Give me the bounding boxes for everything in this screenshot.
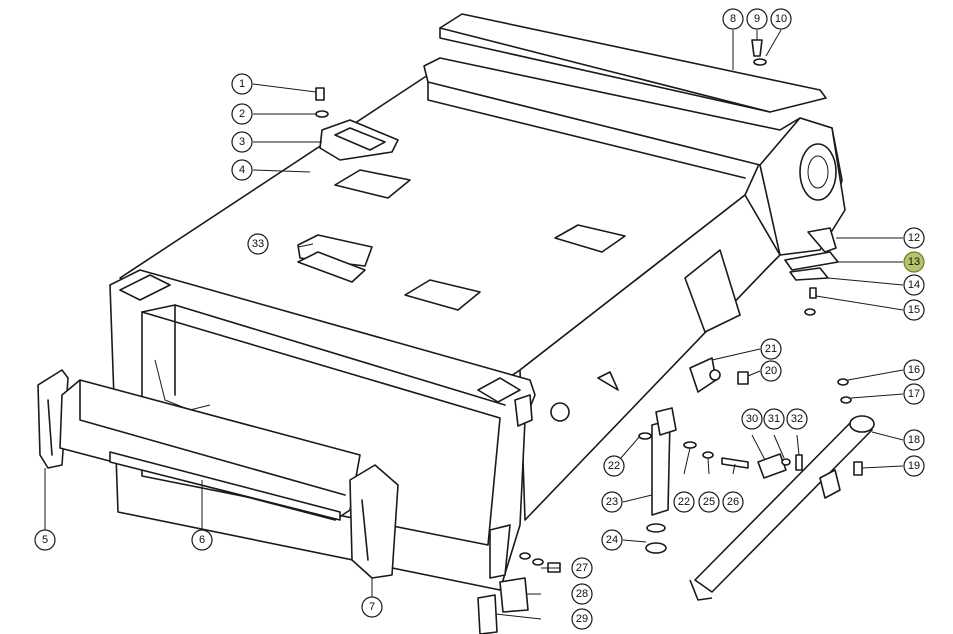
callout-2[interactable]: 2 xyxy=(231,103,253,125)
callout-32[interactable]: 32 xyxy=(786,408,808,430)
callout-30[interactable]: 30 xyxy=(741,408,763,430)
svg-text:22: 22 xyxy=(608,460,620,472)
pin-plate xyxy=(757,453,803,479)
callout-8[interactable]: 8 xyxy=(722,8,744,30)
svg-text:18: 18 xyxy=(908,434,920,446)
svg-text:6: 6 xyxy=(199,534,205,546)
svg-text:15: 15 xyxy=(908,304,920,316)
svg-text:14: 14 xyxy=(908,279,920,291)
svg-text:23: 23 xyxy=(606,496,618,508)
svg-text:16: 16 xyxy=(908,364,920,376)
lower-arm xyxy=(689,378,875,601)
top-cover-plate xyxy=(439,13,827,113)
main-frame xyxy=(109,57,846,591)
svg-text:7: 7 xyxy=(369,601,375,613)
callout-22-left[interactable]: 22 xyxy=(603,455,625,477)
svg-text:3: 3 xyxy=(239,136,245,148)
callout-22-right[interactable]: 22 xyxy=(673,491,695,513)
svg-text:26: 26 xyxy=(727,496,739,508)
callout-18[interactable]: 18 xyxy=(903,429,925,451)
svg-text:28: 28 xyxy=(576,588,588,600)
svg-text:27: 27 xyxy=(576,562,588,574)
svg-text:1: 1 xyxy=(239,78,245,90)
svg-text:21: 21 xyxy=(765,343,777,355)
callout-27[interactable]: 27 xyxy=(571,557,593,579)
callout-24[interactable]: 24 xyxy=(601,529,623,551)
svg-text:30: 30 xyxy=(746,413,758,425)
link-bracket xyxy=(689,357,749,393)
svg-text:2: 2 xyxy=(239,108,245,120)
callout-15[interactable]: 15 xyxy=(903,299,925,321)
callout-21[interactable]: 21 xyxy=(760,338,782,360)
callout-10[interactable]: 10 xyxy=(770,8,792,30)
callout-13-highlighted[interactable]: 13 xyxy=(903,251,925,273)
callout-4[interactable]: 4 xyxy=(231,159,253,181)
svg-text:19: 19 xyxy=(908,460,920,472)
callout-28[interactable]: 28 xyxy=(571,583,593,605)
callout-6[interactable]: 6 xyxy=(191,529,213,551)
svg-text:13: 13 xyxy=(908,256,920,268)
bottom-hardware xyxy=(477,552,561,634)
svg-text:12: 12 xyxy=(908,232,920,244)
callout-19[interactable]: 19 xyxy=(903,455,925,477)
callout-29[interactable]: 29 xyxy=(571,608,593,630)
svg-text:4: 4 xyxy=(239,164,245,176)
svg-text:29: 29 xyxy=(576,613,588,625)
svg-text:10: 10 xyxy=(775,13,787,25)
right-mounting-bracket xyxy=(349,464,399,579)
small-parts-right xyxy=(751,39,839,316)
callout-3[interactable]: 3 xyxy=(231,131,253,153)
callout-9[interactable]: 9 xyxy=(746,8,768,30)
leader-lines xyxy=(44,29,904,620)
svg-text:24: 24 xyxy=(606,534,618,546)
callout-16[interactable]: 16 xyxy=(903,359,925,381)
callout-5[interactable]: 5 xyxy=(34,529,56,551)
callout-23[interactable]: 23 xyxy=(601,491,623,513)
small-parts-top xyxy=(315,87,399,161)
callout-20[interactable]: 20 xyxy=(760,360,782,382)
callout-26[interactable]: 26 xyxy=(722,491,744,513)
svg-text:8: 8 xyxy=(730,13,736,25)
svg-text:33: 33 xyxy=(252,238,264,250)
callout-31[interactable]: 31 xyxy=(763,408,785,430)
svg-text:17: 17 xyxy=(908,388,920,400)
callout-33[interactable]: 33 xyxy=(247,233,269,255)
hydraulic-cylinder xyxy=(638,407,749,554)
callout-14[interactable]: 14 xyxy=(903,274,925,296)
svg-text:25: 25 xyxy=(703,496,715,508)
callout-17[interactable]: 17 xyxy=(903,383,925,405)
callout-1[interactable]: 1 xyxy=(231,73,253,95)
svg-text:5: 5 xyxy=(42,534,48,546)
callouts: 1 2 3 4 5 6 7 8 9 10 12 13 14 15 16 17 1… xyxy=(34,8,925,630)
callout-12[interactable]: 12 xyxy=(903,227,925,249)
callout-25[interactable]: 25 xyxy=(698,491,720,513)
svg-text:9: 9 xyxy=(754,13,760,25)
callout-7[interactable]: 7 xyxy=(361,596,383,618)
svg-text:32: 32 xyxy=(791,413,803,425)
svg-text:20: 20 xyxy=(765,365,777,377)
svg-text:22: 22 xyxy=(678,496,690,508)
svg-text:31: 31 xyxy=(768,413,780,425)
